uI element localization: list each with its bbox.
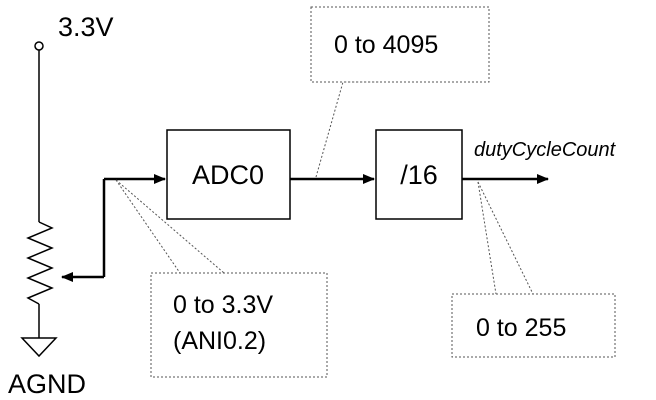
- supply-terminal: [34, 41, 44, 51]
- output-range-leader-left: [477, 181, 497, 295]
- supply-label: 3.3V: [58, 12, 114, 42]
- input-range-line1: 0 to 3.3V: [173, 291, 273, 319]
- output-range-text: 0 to 255: [476, 314, 566, 342]
- input-range-line2: (ANI0.2): [173, 327, 266, 355]
- adc-range-text: 0 to 4095: [334, 31, 438, 59]
- adc-range-callout: [310, 6, 490, 83]
- potentiometer-resistor: [26, 221, 54, 305]
- ground-label: AGND: [8, 369, 86, 399]
- adc-range-leader: [315, 81, 382, 178]
- adc-block-label: ADC0: [192, 160, 264, 190]
- adc-block: [166, 129, 291, 220]
- divider-block: [375, 129, 463, 220]
- input-range-leader-left: [115, 179, 181, 274]
- output-signal-label: dutyCycleCount: [474, 139, 617, 161]
- input-range-callout: [150, 272, 328, 378]
- output-range-callout: [451, 293, 616, 358]
- ground-icon: [20, 337, 58, 358]
- divider-block-label: /16: [400, 160, 438, 190]
- output-range-leader-right: [477, 181, 534, 295]
